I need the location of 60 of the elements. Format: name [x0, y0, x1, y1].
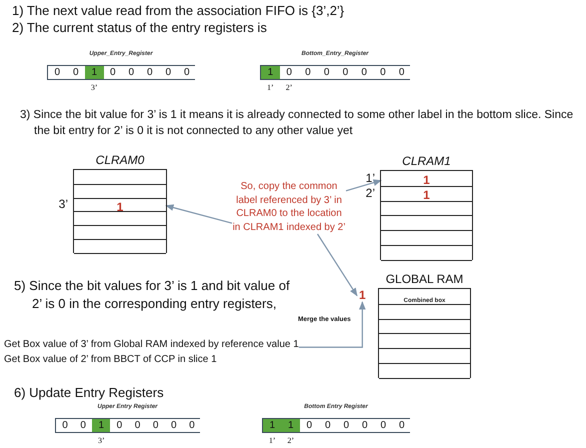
- bit-value: 0: [171, 420, 177, 431]
- bit-value: 0: [184, 67, 190, 78]
- bit-value: 1: [268, 67, 274, 78]
- bit-value: 0: [116, 420, 122, 431]
- table-title: CLRAM0: [96, 153, 144, 167]
- bit-value: 0: [134, 420, 140, 431]
- bit-value: 1: [269, 420, 276, 431]
- bit-value: 0: [342, 67, 348, 78]
- bit-value: 0: [165, 67, 172, 78]
- bit-index-label: 1’: [267, 83, 274, 92]
- bit-value: 0: [324, 67, 330, 78]
- step-text: 3) Since the bit value for 3’ is 1 it means it is already connected to some other label in the bottom slice. Since the bit entry for 2’ is 0 it is not connected to any other value yet: [20, 108, 574, 139]
- row-value: 1: [423, 173, 430, 187]
- bit-value: 1: [98, 420, 104, 431]
- table-title: CLRAM1: [402, 154, 451, 168]
- arrow: [165, 204, 232, 224]
- bit-value: 0: [72, 67, 79, 78]
- step-text: 6) Update Entry Registers: [14, 385, 164, 401]
- bit-index-label: 2’: [287, 436, 294, 445]
- step-text: 1) The next value read from the association FIFO is {3’,2’}: [12, 3, 344, 19]
- bit-index-label: 2’: [286, 83, 292, 92]
- table-title: GLOBAL RAM: [386, 272, 464, 286]
- bit-value: 0: [306, 420, 312, 431]
- row-index-label: 3’: [58, 198, 68, 212]
- bit-value: 1: [91, 67, 98, 78]
- bit-index-label: 3’: [98, 436, 105, 445]
- merged-value: 1: [357, 288, 368, 302]
- bit-value: 0: [380, 67, 386, 78]
- bit-value: 0: [80, 420, 86, 431]
- step-text: Get Box value of 2’ from BBCT of CCP in slice 1: [4, 353, 217, 366]
- bit-value: 0: [398, 67, 404, 78]
- bit-value: 0: [110, 67, 116, 78]
- bit-value: 0: [54, 67, 60, 78]
- bit-value: 0: [62, 420, 68, 431]
- bit-value: 0: [146, 67, 153, 78]
- bit-index-label: 1’: [268, 436, 276, 445]
- bit-value: 0: [128, 67, 134, 78]
- step-text: Get Box value of 3’ from Global RAM indexed by reference value 1: [4, 339, 299, 350]
- arrow: [298, 301, 366, 348]
- step-text: 2) The current status of the entry registers is: [12, 20, 267, 36]
- bit-value: 0: [286, 67, 292, 78]
- arrow: [317, 234, 358, 296]
- bit-value: 0: [305, 67, 311, 78]
- bit-value: 0: [362, 420, 368, 431]
- row-index-label: 2’: [366, 186, 375, 200]
- bit-value: 0: [152, 420, 158, 431]
- bit-index-label: 3’: [90, 83, 98, 92]
- bit-value: 0: [398, 420, 405, 431]
- annotation-text: So, copy the common label referenced by 3’ in CLRAM0 to the location in CLRAM1 indexed by 2’: [232, 180, 346, 234]
- row-index-label: 1’: [366, 171, 375, 186]
- arrow: [346, 179, 382, 192]
- row-value: 1: [423, 188, 430, 202]
- bit-value: 0: [380, 420, 386, 431]
- bit-value: 1: [288, 420, 294, 431]
- bit-value: 0: [324, 420, 331, 431]
- bit-value: 0: [361, 67, 367, 78]
- bit-value: 0: [343, 420, 350, 431]
- step-text: 5) Since the bit values for 3’ is 1 and bit value of 2’ is 0 in the corresponding entry registers,: [14, 277, 291, 313]
- bit-value: 0: [189, 420, 195, 431]
- row-value: 1: [116, 200, 124, 214]
